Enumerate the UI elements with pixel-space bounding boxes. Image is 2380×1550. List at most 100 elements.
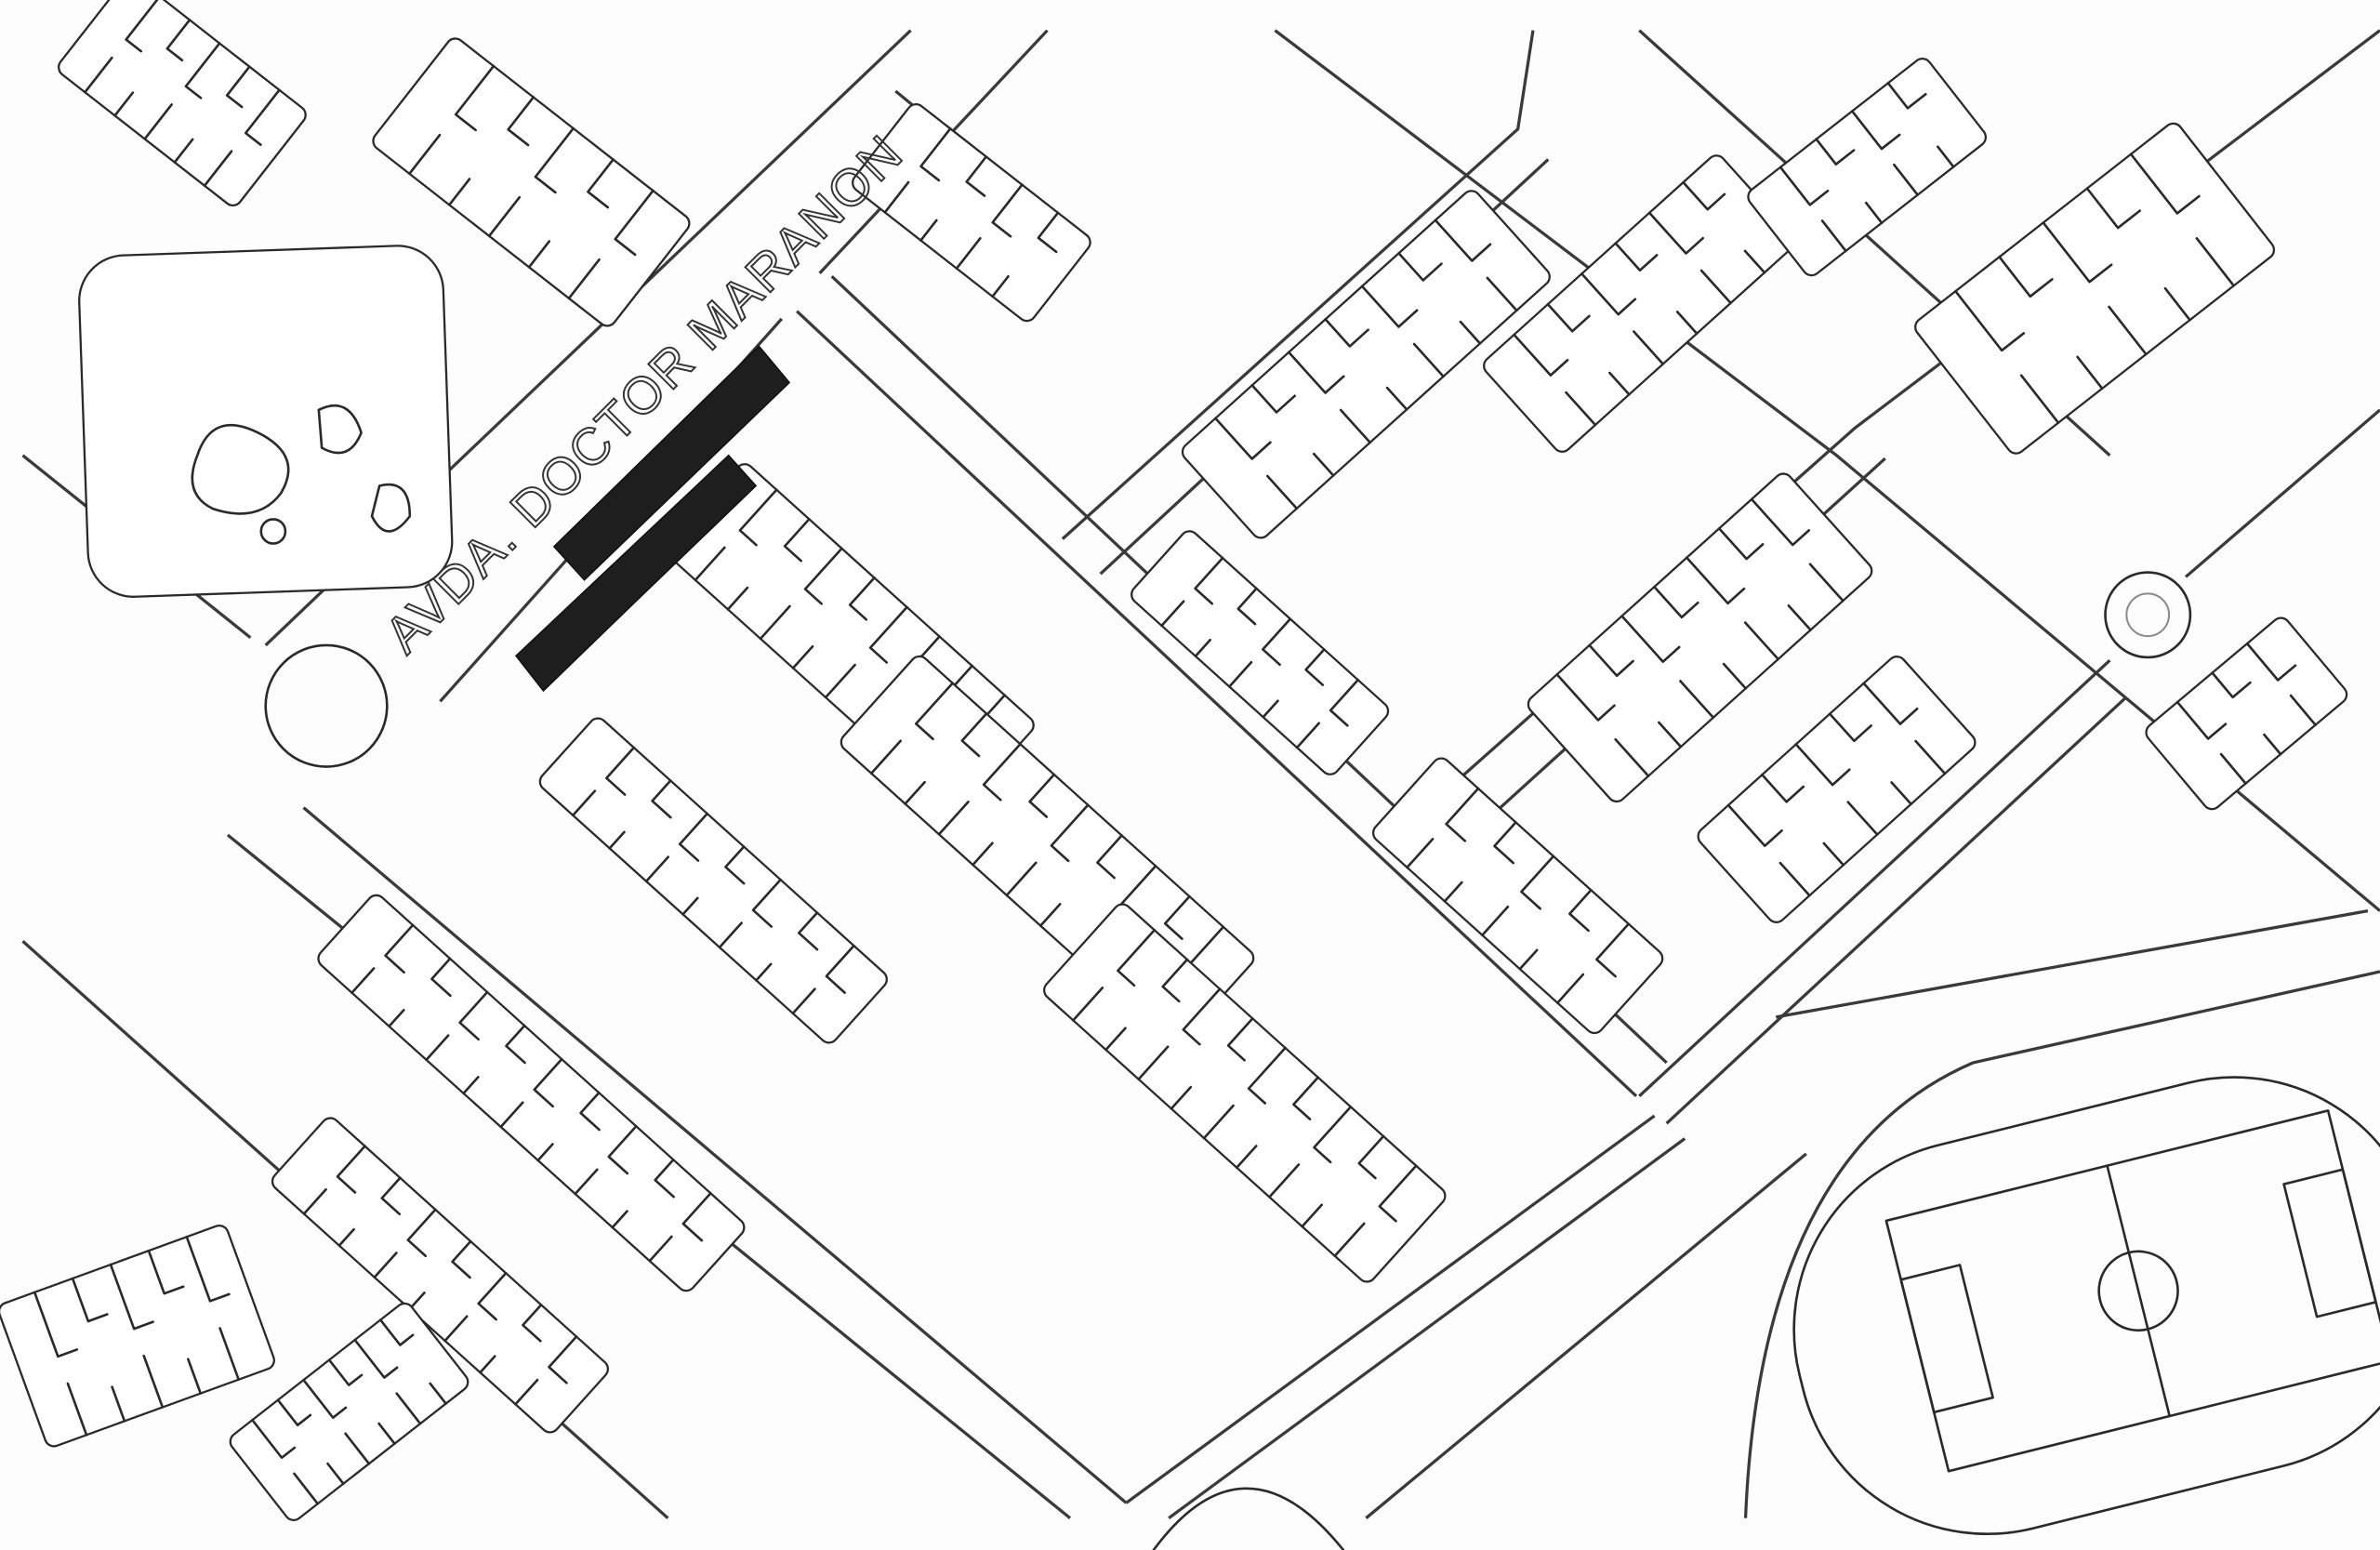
building-plot bbox=[276, 1398, 345, 1486]
highlighted-building bbox=[515, 345, 791, 693]
building-plot bbox=[2129, 152, 2235, 287]
building-plot bbox=[1160, 556, 1224, 628]
building-plot bbox=[972, 773, 1056, 867]
building-plot bbox=[33, 1291, 88, 1437]
roundabouts bbox=[264, 571, 2192, 1550]
block-outline bbox=[1130, 530, 1390, 775]
building-plot bbox=[378, 1318, 447, 1405]
street-bottom bbox=[1125, 1114, 1807, 1519]
building-plot bbox=[824, 605, 908, 699]
sports-ground bbox=[1792, 1076, 2380, 1536]
building-plot bbox=[251, 1418, 320, 1505]
building-plot bbox=[143, 42, 221, 140]
building-plot bbox=[644, 812, 708, 883]
city-block bbox=[317, 894, 746, 1292]
building-plot bbox=[1828, 712, 1912, 806]
building-plot bbox=[1555, 922, 1631, 1004]
city-block bbox=[2145, 616, 2348, 811]
park-block bbox=[78, 245, 454, 598]
building-plot bbox=[1555, 673, 1650, 777]
building-plot bbox=[1434, 219, 1518, 312]
building-plot bbox=[1333, 1164, 1418, 1258]
building-plot bbox=[2175, 700, 2247, 785]
building-plot bbox=[71, 1277, 126, 1423]
building-plot bbox=[425, 990, 489, 1062]
building-plot bbox=[1546, 302, 1631, 396]
building-plot bbox=[2085, 187, 2191, 322]
building-plot bbox=[514, 1335, 578, 1406]
building-plot bbox=[1295, 678, 1359, 749]
building-plot bbox=[373, 1208, 437, 1279]
running-track bbox=[1792, 1076, 2380, 1536]
building-plot bbox=[185, 1235, 240, 1381]
city-block bbox=[1914, 122, 2276, 455]
building-plot bbox=[1518, 888, 1593, 971]
street-cross-3 bbox=[1638, 408, 2380, 1125]
building-plot bbox=[1214, 417, 1299, 510]
highlighted-building-north-wing bbox=[552, 345, 791, 581]
building-plot bbox=[84, 0, 162, 94]
building-plot bbox=[388, 957, 452, 1028]
building-plot bbox=[350, 923, 415, 995]
building-plot bbox=[487, 126, 575, 238]
building-plot bbox=[937, 742, 1022, 836]
building-plot bbox=[109, 1263, 165, 1409]
building-plot bbox=[1360, 285, 1445, 378]
building-plot bbox=[1580, 272, 1665, 365]
building-plot bbox=[608, 779, 672, 850]
building-plot bbox=[1170, 1017, 1254, 1110]
building-plot bbox=[1886, 82, 1955, 168]
building-plot bbox=[1038, 834, 1123, 927]
building-plot bbox=[1235, 1076, 1319, 1170]
building-plot bbox=[1194, 587, 1258, 658]
city-block bbox=[58, 0, 307, 207]
building-plot bbox=[302, 1378, 371, 1465]
building-plot bbox=[536, 1091, 601, 1162]
building-plot bbox=[681, 845, 746, 916]
highlighted-building-south-wing bbox=[515, 454, 758, 693]
roundabout-south bbox=[1152, 1487, 1345, 1550]
roundabout-east-inner bbox=[2125, 592, 2171, 638]
city-block bbox=[0, 1225, 275, 1448]
building-plot bbox=[791, 944, 855, 1015]
building-plot bbox=[1268, 1106, 1353, 1199]
building-plot bbox=[791, 576, 876, 669]
building-plot bbox=[1653, 585, 1748, 690]
building-plot bbox=[327, 1358, 396, 1445]
building-plot bbox=[337, 1176, 402, 1247]
block-outline bbox=[852, 102, 1091, 323]
building-plot bbox=[1513, 333, 1597, 427]
street-right-curve bbox=[1743, 909, 2380, 1518]
building-plot bbox=[1406, 787, 1480, 869]
building-plot bbox=[1750, 497, 1844, 603]
building-plot bbox=[1397, 252, 1482, 345]
building-plot bbox=[173, 65, 251, 164]
building-plot bbox=[574, 1124, 638, 1196]
city-block bbox=[1181, 190, 1551, 539]
building-plot bbox=[203, 88, 281, 188]
building-plot bbox=[991, 211, 1060, 298]
block-outline bbox=[1747, 58, 1988, 277]
building-plot bbox=[1998, 256, 2104, 391]
building-plot bbox=[1815, 138, 1884, 225]
building-plot bbox=[904, 712, 988, 805]
city-block bbox=[229, 1302, 469, 1522]
building-plot bbox=[919, 155, 988, 242]
building-plot bbox=[1250, 384, 1335, 477]
building-plot bbox=[883, 127, 952, 214]
building-plot bbox=[443, 1271, 508, 1343]
building-plot bbox=[527, 158, 615, 269]
building-plot bbox=[1228, 617, 1292, 688]
building-plot bbox=[1778, 166, 1847, 253]
building-plot bbox=[1324, 318, 1408, 411]
city-block bbox=[1130, 530, 1390, 775]
building-plot bbox=[567, 189, 654, 300]
building-plot bbox=[113, 19, 192, 117]
building-plot bbox=[2042, 221, 2148, 356]
building-plot bbox=[1005, 803, 1090, 897]
building-plot bbox=[462, 1024, 526, 1095]
block-outline bbox=[0, 1225, 275, 1448]
city-block bbox=[538, 717, 888, 1044]
halfway-line bbox=[2106, 1164, 2171, 1418]
